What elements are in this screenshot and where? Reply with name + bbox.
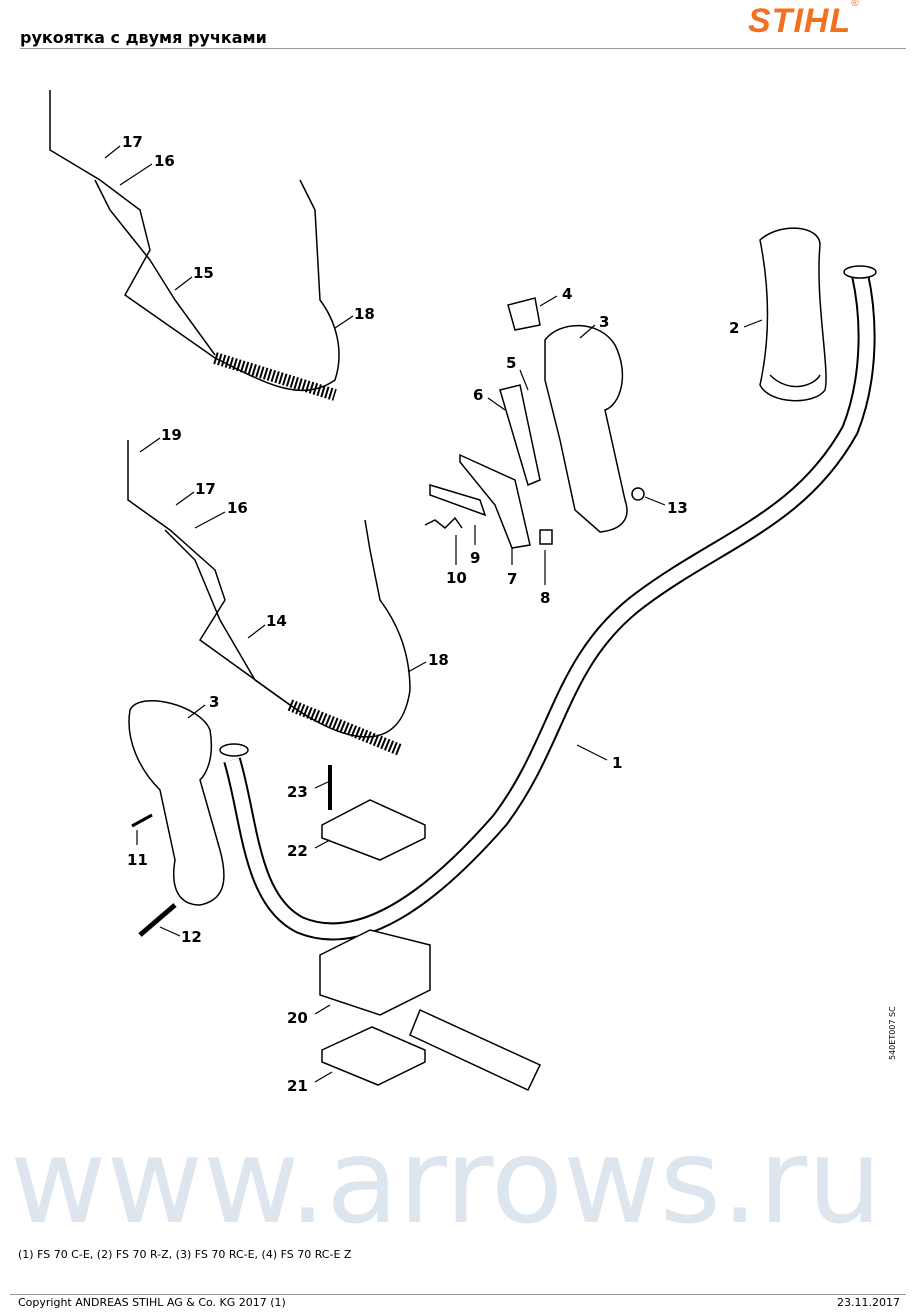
handle-housing-left: [128, 700, 225, 906]
handle-housing: [544, 324, 628, 533]
clamp-bottom: [321, 1026, 426, 1086]
date: 23.11.2017: [837, 1296, 900, 1309]
callout-20: 20: [287, 1009, 308, 1027]
watermark: www.arrows.ru: [10, 1112, 882, 1250]
callout-12: 12: [181, 928, 202, 946]
callout-10: 10: [446, 569, 467, 587]
drawing-code: 540ET007 SC: [888, 1006, 897, 1060]
nut: [631, 487, 645, 501]
callout-8: 8: [540, 589, 550, 607]
callout-21: 21: [287, 1077, 308, 1095]
callout-18: 18: [428, 651, 449, 669]
pin: [539, 529, 553, 545]
model-legend: (1) FS 70 C-E, (2) FS 70 R-Z, (3) FS 70 …: [18, 1248, 352, 1261]
callout-9: 9: [470, 549, 480, 567]
page-title: рукоятка с двумя ручками: [20, 28, 267, 47]
grip: [759, 227, 827, 402]
clamp-upper: [321, 799, 426, 861]
callout-3: 3: [599, 313, 609, 331]
callout-15: 15: [193, 264, 214, 282]
footer-divider: [10, 1294, 906, 1295]
switch: [507, 297, 541, 331]
callout-4: 4: [562, 285, 572, 303]
callout-17: 17: [195, 480, 216, 498]
callout-16: 16: [154, 152, 175, 170]
callout-5: 5: [506, 354, 516, 372]
callout-3: 3: [209, 693, 219, 711]
spring: [424, 516, 463, 530]
callout-17: 17: [122, 133, 143, 151]
callout-1: 1: [612, 754, 622, 772]
callout-22: 22: [287, 842, 308, 860]
callout-13: 13: [667, 499, 688, 517]
callout-19: 19: [161, 426, 182, 444]
callout-6: 6: [473, 386, 483, 404]
clamp-lower: [319, 929, 431, 1016]
callout-18: 18: [354, 305, 375, 323]
cable-harness-lower: [127, 440, 411, 738]
callout-14: 14: [266, 612, 287, 630]
drive-tube: [409, 1008, 542, 1091]
screw-12: [138, 903, 177, 937]
header-divider: [20, 48, 906, 49]
lever: [499, 384, 541, 487]
slide: [429, 483, 487, 517]
callout-23: 23: [287, 783, 308, 801]
callout-7: 7: [507, 570, 517, 588]
callout-11: 11: [127, 851, 148, 869]
copyright: Copyright ANDREAS STIHL AG & Co. KG 2017…: [18, 1296, 286, 1309]
cable-harness-upper: [49, 90, 340, 392]
callout-2: 2: [729, 319, 739, 337]
callout-16: 16: [227, 499, 248, 517]
screw-11: [131, 813, 153, 828]
stihl-logo: STIHL®: [748, 0, 860, 40]
